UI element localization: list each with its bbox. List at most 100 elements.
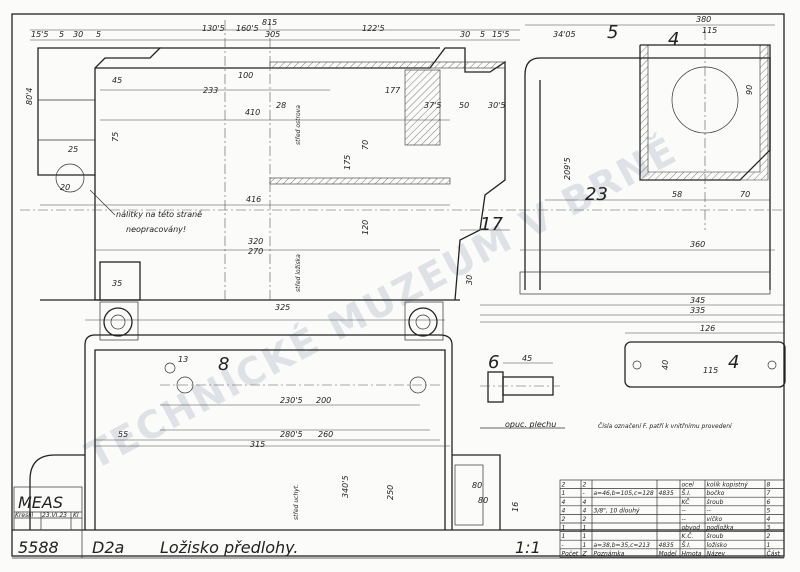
dim: 28 — [276, 101, 286, 110]
parts-table-cell: 6 — [767, 499, 771, 506]
dim: 126 — [700, 324, 715, 333]
parts-table-cell: šroub — [707, 533, 724, 540]
parts-table-cell: 2 — [562, 516, 566, 523]
drawn-initials: Kl — [73, 512, 79, 519]
parts-table-cell: 2 — [583, 482, 587, 489]
parts-table-header: Počet — [562, 550, 579, 557]
drawing-scale: 1:1 — [515, 538, 541, 557]
dimension-labels: 815 130'5 160'5 305 122'5 15'5 5 30 5 30… — [25, 15, 754, 512]
parts-table-cell: 4835 — [659, 542, 674, 549]
dim: 15'5 — [31, 30, 48, 39]
parts-table-header: Poznámka — [594, 550, 625, 557]
parts-table-cell: ložisko — [707, 542, 728, 549]
parts-table-cell: 3/8", 10 dlouhý — [594, 507, 641, 514]
parts-table-cell: K.Č. — [682, 533, 694, 540]
dim: 15'5 — [492, 30, 509, 39]
sheet-frame — [11, 13, 785, 559]
parts-table-header: Název — [707, 550, 726, 557]
parts-table-cell: 2 — [767, 533, 771, 540]
company-name: MEAS — [18, 493, 63, 512]
drawn-date: 23.VI.23 — [42, 512, 67, 519]
dim: 345 — [690, 296, 705, 305]
dim: 115 — [703, 366, 718, 375]
dim: 130'5 — [202, 24, 225, 33]
parts-table-cell: 2 — [583, 516, 587, 523]
parts-table-cell: šroub — [707, 499, 724, 506]
dim: 40 — [661, 360, 670, 370]
drawing-title: Ložisko předlohy. — [160, 538, 298, 557]
parts-table-cell: ocel — [682, 482, 695, 489]
title-block: MEAS Kreslil 23.VI.23 Kl 5588 D2a Ložisk… — [13, 486, 541, 558]
dim: 50 — [459, 101, 469, 110]
parts-table-cell: - — [562, 542, 564, 549]
dim: 200 — [316, 396, 331, 405]
parts-table-header: Z — [582, 550, 588, 557]
dim: 315 — [250, 440, 265, 449]
dim: 100 — [238, 71, 253, 80]
dim: 233 — [203, 86, 218, 95]
parts-table-frame — [559, 479, 785, 558]
dim: 80 — [478, 496, 488, 505]
dim: 260 — [318, 430, 333, 439]
dim: 122'5 — [362, 24, 385, 33]
parts-table-cell: 4 — [562, 499, 566, 506]
parts-table-cell: bočko — [707, 490, 725, 497]
parts-table-cell: 4 — [562, 507, 566, 514]
parts-table-header: Model — [659, 550, 677, 557]
dim: 335 — [690, 306, 705, 315]
dim: 34'05 — [553, 30, 576, 39]
part-label-17: 17 — [480, 214, 503, 235]
dim: 20 — [60, 183, 70, 192]
part-label-6: 6 — [488, 352, 499, 373]
parts-table-cell: obvod — [682, 525, 701, 532]
parts-table-cell: 1 — [583, 525, 587, 532]
parts-table-cell: Š.I. — [682, 542, 691, 549]
parts-table-cell: 1 — [562, 490, 566, 497]
parts-table-cell: 5 — [767, 507, 771, 514]
dim: 305 — [265, 30, 280, 39]
dim: 70 — [361, 140, 370, 150]
dim: 115 — [702, 26, 717, 35]
dim: 90 — [745, 85, 754, 95]
dim: 230'5 — [280, 396, 303, 405]
parts-table-cell: 1 — [583, 533, 587, 540]
parts-table-header: Hmota — [682, 550, 702, 557]
dim: 80 — [472, 481, 482, 490]
parts-table-cell: 3 — [767, 525, 771, 532]
dim: 58 — [672, 190, 682, 199]
note-opuc-plechu: opuc. plechu — [505, 420, 556, 429]
drawn-by-label: Kreslil — [15, 512, 34, 519]
part-4-plate — [624, 332, 786, 388]
dim: 45 — [522, 354, 532, 363]
parts-table-header: Část — [767, 550, 781, 557]
parts-table-cell: a=38,b=35,c=213 — [594, 542, 651, 549]
parts-table-cell: 4 — [767, 516, 771, 523]
dim: 70 — [740, 190, 750, 199]
dim: 75 — [111, 132, 120, 142]
dim: 320 — [248, 237, 263, 246]
dim: 35 — [112, 279, 122, 288]
part-label-4: 4 — [668, 29, 679, 50]
parts-table-cell: 2 — [562, 482, 566, 489]
dim: 325 — [275, 303, 290, 312]
dim: 360 — [690, 240, 705, 249]
dim: 16 — [511, 502, 520, 512]
note-neopracovany: neopracovány! — [126, 225, 186, 234]
dim: 80'4 — [25, 88, 34, 105]
cover-plate-view — [480, 24, 785, 323]
part-label-23: 23 — [585, 184, 608, 205]
dim: 30 — [460, 30, 470, 39]
bearing-side-view — [20, 20, 520, 321]
parts-table-cell: 1 — [562, 533, 566, 540]
dim: 416 — [246, 195, 261, 204]
parts-table-cell: podložka — [706, 525, 734, 532]
parts-table-cell: KČ — [682, 499, 691, 506]
part-label-4-plate: 4 — [728, 352, 739, 373]
drawing-number: 5588 — [18, 538, 59, 557]
dim: 5 — [59, 30, 64, 39]
parts-table-cell: 4 — [583, 507, 587, 514]
dim: 5 — [96, 30, 101, 39]
